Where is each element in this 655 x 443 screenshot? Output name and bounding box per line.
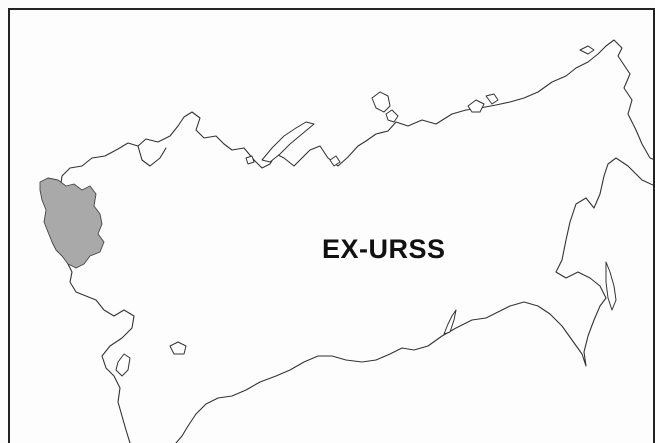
severnaya-small-island (385, 109, 399, 123)
map-title-label: EX-URSS (322, 234, 446, 264)
sakhalin-island (605, 261, 617, 311)
new-siberian-island (467, 99, 485, 113)
aral-lake (169, 341, 187, 355)
map-frame: EX-URSS (8, 8, 655, 443)
wrangel-island (579, 45, 595, 55)
small-island-2 (329, 155, 341, 167)
ex-urss-map (39, 39, 653, 443)
kola-coast (137, 145, 167, 167)
new-siberian-island-2 (485, 93, 499, 105)
baikal-lake (443, 309, 457, 335)
highlighted-region (39, 177, 105, 269)
severnaya-zemlya-island (371, 91, 391, 113)
novaya-zemlya-island (261, 121, 315, 163)
small-island (245, 155, 255, 165)
caspian-sea (115, 353, 131, 377)
